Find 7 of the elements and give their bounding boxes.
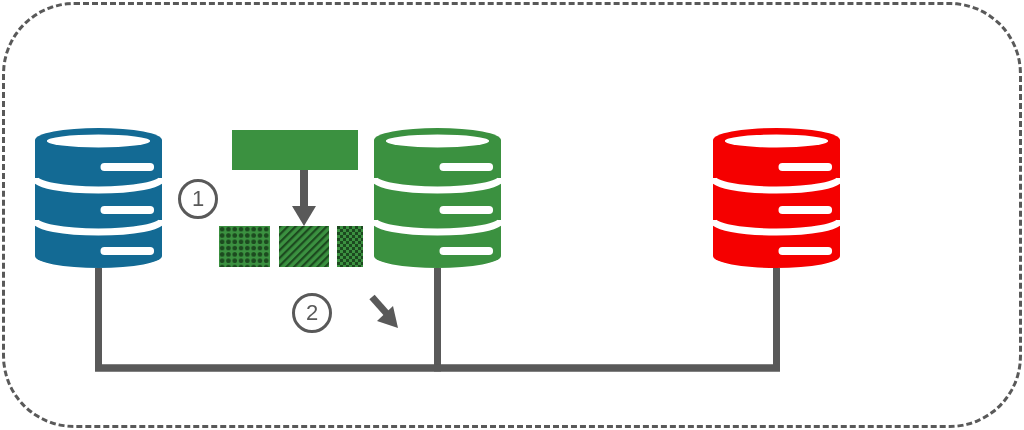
callout-number: 2 <box>292 293 332 333</box>
arrow <box>292 170 316 226</box>
callout-number: 1 <box>178 179 218 219</box>
solid-block <box>232 130 358 170</box>
checkered-block <box>337 226 363 267</box>
dotted-block <box>219 226 270 267</box>
hatched-block <box>279 226 329 267</box>
